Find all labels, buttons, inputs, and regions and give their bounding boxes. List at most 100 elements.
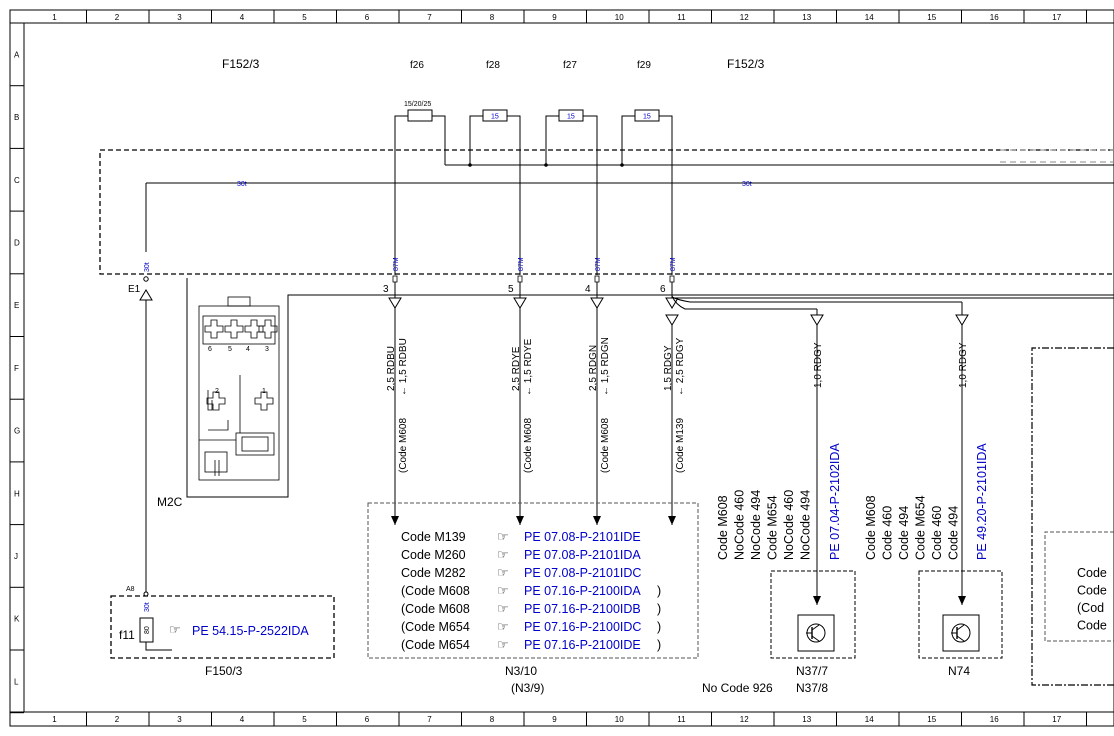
grid-column-label: 12 (740, 13, 749, 22)
grid-column-label: 8 (490, 13, 495, 22)
grid-column-label: 2 (115, 715, 120, 724)
fuse-f26-rating: 15/20/25 (404, 101, 431, 108)
pin-87m-3: 87M (595, 257, 602, 271)
fuse-f29: 15 (621, 109, 673, 148)
n37-code: Code M608 (716, 495, 730, 560)
grid-row-label: F (14, 364, 19, 373)
right-box-code: (Cod (1077, 601, 1104, 615)
n3-code: Code M260 (401, 548, 466, 562)
n37-wire-label: 1,0 RDGY (813, 342, 824, 388)
grid-column-label: 10 (615, 13, 624, 22)
grid-row-label: A (14, 50, 20, 59)
wire-label-code: (Code M608 (523, 418, 534, 473)
n74-reference-link[interactable]: PE 49.20-P-2101IDA (975, 443, 989, 560)
wire-label-alt: ← 2,5 RDGY (675, 337, 686, 396)
n3-close-paren: ) (657, 584, 661, 598)
pin-87m-2: 87M (518, 257, 525, 271)
n3-close-paren: ) (657, 638, 661, 652)
connector-pin-number: 4 (246, 346, 250, 353)
n3-reference-link[interactable]: PE 07.16-P-2100IDE (524, 638, 641, 652)
grid-row-label: J (14, 552, 18, 561)
pointing-hand-icon: ☞ (497, 601, 509, 616)
n37-label: N37/7 (796, 664, 828, 678)
connector-pin-number: 1 (262, 388, 266, 395)
wire-label-group: 1,5 RDGY← 2,5 RDGY (Code M139 (663, 337, 686, 473)
n37-code: NoCode 460 (782, 490, 796, 560)
wire-label-main: 1,5 RDGY (663, 345, 674, 391)
n3-reference-link[interactable]: PE 07.08-P-2101IDA (524, 548, 641, 562)
grid-column-label: 13 (802, 715, 811, 724)
wire-drop (665, 282, 679, 525)
fuse-f27: 15 (545, 109, 598, 148)
right-box-code: Code (1077, 566, 1107, 580)
transistor-icon (951, 623, 971, 643)
n74-code: Code 460 (881, 506, 895, 560)
wire-label-alt: ← 1,5 RDGN (600, 337, 611, 396)
n3-reference-link[interactable]: PE 07.16-P-2100IDC (524, 620, 641, 634)
grid-column-label: 15 (927, 715, 936, 724)
n3-code: (Code M608 (401, 602, 470, 616)
right-partial-box (1031, 347, 1114, 686)
bus-30t: 30t 30t (145, 181, 1114, 252)
fuse-output-drops: 87M 87M 87M 87M (392, 148, 677, 283)
n74-wire: 1,0 RDGY (955, 314, 969, 605)
wire-label-alt: ← 1,5 RDYE (523, 338, 534, 396)
n3-code: Code M139 (401, 530, 466, 544)
connector-a8-label: A8 (126, 586, 135, 593)
fuse-f28: 15 (469, 109, 521, 148)
grid-column-label: 7 (427, 715, 432, 724)
n3-code: (Code M654 (401, 638, 470, 652)
fuse-f29-rating: 15 (643, 114, 651, 121)
branch-wires (671, 295, 963, 315)
n3-reference-link[interactable]: PE 07.08-P-2101IDC (524, 566, 641, 580)
grid-row-label: K (14, 615, 20, 624)
n3-code: Code M282 (401, 566, 466, 580)
n37-box: N37/7 No Code 926 N37/8 (702, 570, 856, 695)
wire-label-code: (Code M608 (398, 418, 409, 473)
n3-code: (Code M654 (401, 620, 470, 634)
right-box-code: Code (1077, 619, 1107, 633)
grid-column-label: 17 (1052, 13, 1061, 22)
n37-reference-link[interactable]: PE 07.04-P-2102IDA (828, 443, 842, 560)
transistor-icon (806, 623, 826, 643)
pointing-hand-icon: ☞ (169, 622, 181, 637)
n74-box: N74 (918, 570, 1003, 678)
n74-code: Code M654 (914, 495, 928, 560)
grid-column-label: 15 (927, 13, 936, 22)
n3-reference-link[interactable]: PE 07.16-P-2100IDB (524, 602, 641, 616)
grid-row-label: D (14, 238, 20, 247)
fuse-box-boundary (99, 149, 1114, 275)
grid-column-label: 9 (552, 715, 557, 724)
grid-column-label: 14 (865, 13, 874, 22)
n74-code: Code 460 (930, 506, 944, 560)
pin-e1-30t: 30t (144, 262, 151, 272)
grid-column-label: 3 (177, 13, 182, 22)
wire-label-group: 2,5 RDBU← 1,5 RDBU(Code M608 (386, 338, 409, 473)
wire-drop (388, 282, 402, 525)
wire-label-code: (Code M139 (675, 418, 686, 473)
grid-column-label: 13 (802, 13, 811, 22)
connector-pin-number: 3 (265, 346, 269, 353)
f150-box: A8 30t 80 f11 ☞ PE 54.15-P-2522IDA F150/… (110, 586, 335, 678)
n3-alt-label: (N3/9) (511, 681, 544, 695)
wire-label-main: 2,5 RDYE (511, 346, 522, 391)
n3-reference-link[interactable]: PE 07.08-P-2101IDE (524, 530, 641, 544)
grid-row-label: C (14, 176, 20, 185)
n3-reference-link[interactable]: PE 07.16-P-2100IDA (524, 584, 641, 598)
grid-column-label: 9 (552, 13, 557, 22)
wire-drop (590, 282, 604, 525)
n3-box (367, 502, 699, 659)
pointing-hand-icon: ☞ (497, 565, 509, 580)
n37-code: NoCode 494 (749, 490, 763, 560)
pin-e1: 30t E1 (128, 262, 153, 592)
pin-87m-4: 87M (670, 257, 677, 271)
grid-column-label: 11 (677, 715, 686, 724)
grid-column-label: 1 (52, 715, 57, 724)
pin-87m-1: 87M (393, 257, 400, 271)
f150-label: F150/3 (205, 664, 243, 678)
n37-wire: 1,0 RDGY (810, 314, 824, 605)
f150-reference-link[interactable]: PE 54.15-P-2522IDA (192, 624, 309, 638)
svg-text:80: 80 (144, 626, 151, 634)
grid-column-label: 10 (615, 715, 624, 724)
